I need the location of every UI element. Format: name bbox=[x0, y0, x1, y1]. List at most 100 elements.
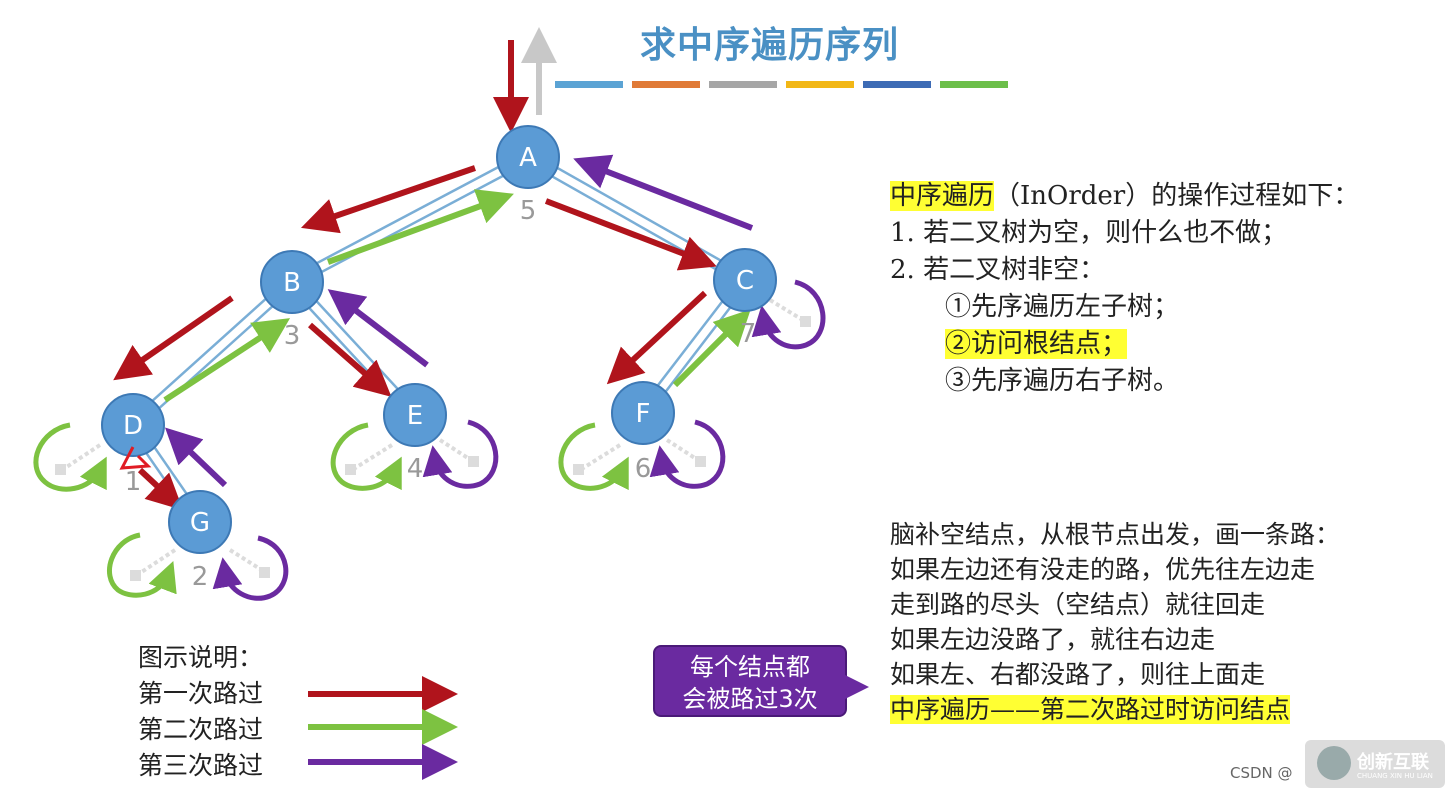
logo-text: 创新互联 bbox=[1357, 752, 1429, 773]
null-loop bbox=[212, 535, 289, 601]
logo-icon bbox=[1317, 746, 1351, 780]
legend-second-label: 第二次路过 bbox=[138, 715, 264, 744]
sequence-slot-4 bbox=[786, 81, 854, 88]
edge-A-B bbox=[289, 151, 527, 279]
node-C bbox=[713, 248, 777, 312]
null-node bbox=[259, 567, 270, 578]
brand-logo: 创新互联 CHUANG XIN HU LIAN bbox=[1305, 740, 1445, 788]
visit-order-B: 3 bbox=[284, 321, 301, 351]
desc-line-6: 中序遍历——第二次路过时访问结点 bbox=[890, 695, 1291, 724]
first-pass-arrow bbox=[113, 295, 234, 381]
null-node bbox=[573, 464, 584, 475]
null-loop bbox=[558, 422, 629, 491]
traversal-arrows bbox=[113, 154, 754, 511]
null-node bbox=[55, 464, 66, 475]
second-pass-arrow bbox=[163, 318, 291, 403]
visit-order-A: 5 bbox=[520, 196, 537, 226]
sequence-slot-3 bbox=[709, 81, 777, 88]
node-label-A: A bbox=[519, 143, 537, 173]
second-pass-arrow bbox=[326, 189, 514, 265]
legend: 图示说明： 第一次路过 第二次路过 第三次路过 bbox=[138, 640, 263, 784]
callout-line-1: 每个结点都 bbox=[690, 653, 810, 681]
logo-subtext: CHUANG XIN HU LIAN bbox=[1357, 772, 1433, 780]
callout-tail bbox=[845, 675, 869, 699]
sequence-slot-2 bbox=[632, 81, 700, 88]
csdn-watermark: CSDN @ bbox=[1230, 764, 1293, 782]
desc-line-3: 走到路的尽头（空结点）就往回走 bbox=[890, 590, 1266, 619]
node-label-G: G bbox=[190, 508, 210, 538]
legend-first-label: 第一次路过 bbox=[138, 679, 264, 708]
node-label-F: F bbox=[636, 399, 651, 429]
null-node bbox=[695, 456, 706, 467]
visit-order-D: 1 bbox=[125, 467, 142, 497]
rules-step-1: 1. 若二叉树为空，则什么也不做； bbox=[890, 218, 1288, 248]
second-pass-arrow bbox=[672, 309, 751, 388]
null-loop bbox=[649, 419, 726, 489]
edge-B-D bbox=[128, 277, 290, 423]
sequence-slot-6 bbox=[940, 81, 1008, 88]
visit-order-G: 2 bbox=[192, 562, 209, 592]
tree-nodes: A 5B 3 C 7D 1 E 4 F 6G 2 bbox=[101, 125, 777, 592]
null-link bbox=[350, 443, 394, 472]
rules-sub-3: ③先序遍历右子树。 bbox=[945, 366, 1180, 396]
rules-sub-1: ①先序遍历左子树； bbox=[945, 292, 1180, 322]
first-pass-arrow bbox=[544, 198, 717, 271]
node-E bbox=[383, 383, 447, 447]
desc-line-2: 如果左边还有没走的路，优先往左边走 bbox=[890, 555, 1316, 584]
legend-third-label: 第三次路过 bbox=[138, 751, 264, 780]
desc-line-1: 脑补空结点，从根节点出发，画一条路： bbox=[890, 520, 1341, 549]
node-label-C: C bbox=[736, 266, 754, 296]
visit-count-callout: 每个结点都 会被路过3次 bbox=[653, 645, 869, 717]
callout-line-2: 会被路过3次 bbox=[682, 685, 818, 713]
null-loop bbox=[33, 422, 107, 492]
third-pass-arrow bbox=[327, 289, 429, 368]
rules-sub-2: ②访问根结点； bbox=[945, 329, 1128, 359]
null-node bbox=[800, 316, 811, 327]
visit-order-C: 7 bbox=[740, 319, 757, 349]
rules-heading-rest: （InOrder）的操作过程如下： bbox=[994, 181, 1360, 211]
node-label-D: D bbox=[123, 411, 143, 441]
sequence-slot-1 bbox=[555, 81, 623, 88]
visit-order-E: 4 bbox=[407, 454, 424, 484]
null-link bbox=[135, 548, 177, 577]
sequence-slots bbox=[555, 81, 1008, 88]
legend-title: 图示说明： bbox=[138, 643, 264, 672]
null-loops bbox=[33, 279, 826, 601]
node-D bbox=[101, 393, 165, 457]
edge-A-B bbox=[293, 160, 531, 288]
third-pass-arrow bbox=[164, 427, 228, 488]
node-G bbox=[168, 490, 232, 554]
null-node bbox=[468, 456, 479, 467]
sequence-slot-5 bbox=[863, 81, 931, 88]
visit-order-F: 6 bbox=[635, 454, 652, 484]
edge-B-D bbox=[135, 284, 297, 430]
null-link bbox=[60, 443, 102, 472]
handwritten-mark bbox=[119, 446, 152, 470]
inorder-rules: 中序遍历（InOrder）的操作过程如下： 1. 若二叉树为空，则什么也不做； … bbox=[890, 178, 1359, 400]
rules-step-2: 2. 若二叉树非空： bbox=[890, 255, 1106, 285]
traversal-description: 脑补空结点，从根节点出发，画一条路： 如果左边还有没走的路，优先往左边走 走到路… bbox=[890, 517, 1340, 727]
first-pass-arrow bbox=[308, 322, 392, 397]
rules-heading-highlight: 中序遍历 bbox=[890, 181, 995, 211]
null-node bbox=[130, 570, 141, 581]
rules-heading: 中序遍历（InOrder）的操作过程如下： bbox=[890, 178, 1359, 215]
page-title: 求中序遍历序列 bbox=[640, 25, 900, 66]
node-label-B: B bbox=[283, 268, 301, 298]
null-loop bbox=[107, 532, 177, 598]
null-loop bbox=[330, 422, 402, 491]
null-loop bbox=[422, 419, 499, 489]
node-B bbox=[260, 250, 324, 314]
desc-line-5: 如果左、右都没路了，则往上面走 bbox=[890, 660, 1266, 689]
desc-line-4: 如果左边没路了，就往右边走 bbox=[890, 625, 1216, 654]
node-label-E: E bbox=[407, 401, 423, 431]
first-pass-arrow bbox=[137, 467, 184, 511]
null-node bbox=[345, 464, 356, 475]
first-pass-arrow bbox=[606, 290, 708, 385]
node-A bbox=[496, 125, 560, 189]
first-pass-arrow bbox=[300, 165, 476, 234]
node-F bbox=[611, 381, 675, 445]
null-loop bbox=[751, 279, 826, 350]
third-pass-arrow bbox=[573, 154, 754, 231]
null-link bbox=[578, 443, 622, 472]
